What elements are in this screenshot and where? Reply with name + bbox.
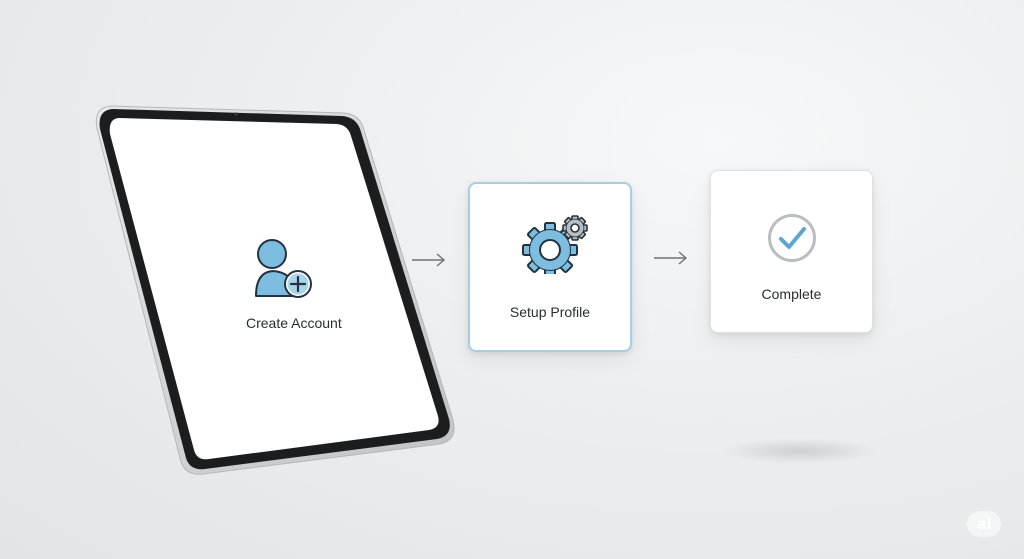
step-setup-profile-card[interactable]: Setup Profile [468,182,632,352]
camera-dot [234,112,238,116]
watermark-badge: ai [967,511,1001,537]
step-complete-label: Complete [761,286,822,302]
card-shadow [720,438,880,464]
step-complete-card[interactable]: Complete [710,170,873,333]
gear-icon [522,215,588,274]
step-setup-profile-label: Setup Profile [509,304,591,320]
arrow-right-icon [654,251,688,265]
arrow-right-icon [412,253,446,267]
user-add-icon [255,239,312,298]
check-circle-icon [768,214,816,262]
step-create-account-label: Create Account [246,315,342,331]
